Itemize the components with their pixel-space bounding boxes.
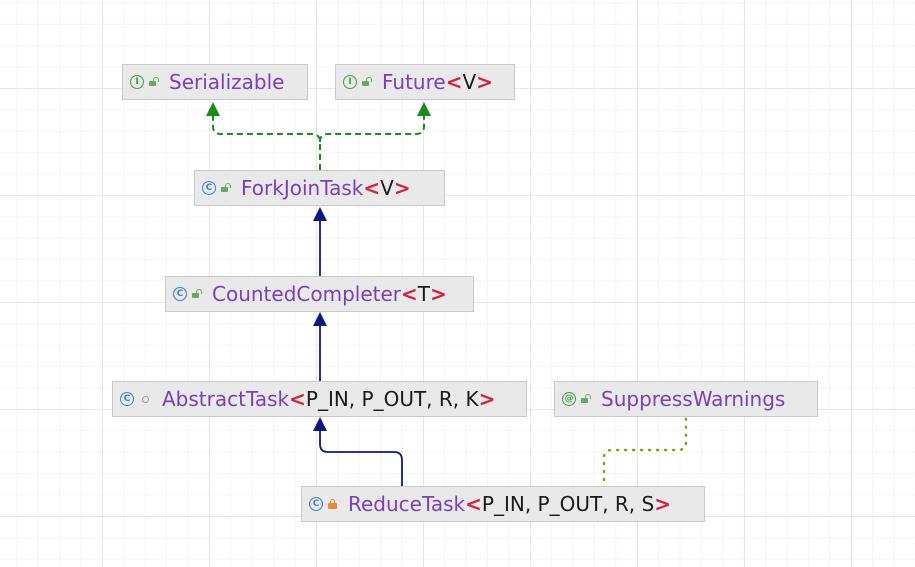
edge-reducetask-suppresswarnings: [602, 416, 688, 482]
class-icon: C: [120, 392, 134, 406]
class-icon: C: [173, 287, 187, 301]
angle-close: >: [654, 492, 671, 516]
node-reducetask[interactable]: C ReduceTask<P_IN, P_OUT, R, S>: [301, 486, 705, 522]
node-name: AbstractTask: [162, 387, 290, 411]
edge-forkjointask-serializable: [212, 113, 321, 170]
type-params: P_IN, P_OUT, R, S: [481, 492, 655, 516]
type-params: V: [380, 176, 394, 200]
node-forkjointask[interactable]: C ForkJoinTask<V>: [194, 170, 445, 206]
angle-close: >: [393, 176, 411, 200]
node-name: ReduceTask: [348, 492, 466, 516]
class-icon: C: [309, 497, 323, 511]
node-countedcompleter[interactable]: C CountedCompleter<T>: [165, 276, 474, 312]
angle-close: >: [430, 282, 447, 306]
public-visibility-icon: [149, 77, 159, 86]
angle-open: <: [289, 387, 306, 411]
interface-icon: I: [130, 75, 144, 89]
edge-forkjointask-future: [319, 113, 425, 143]
package-visibility-icon: [142, 395, 149, 403]
node-name: SuppressWarnings: [601, 387, 786, 411]
arrowhead-forkjointask: [313, 207, 327, 221]
edge-reducetask-abstracttask: [319, 431, 403, 486]
type-params: T: [417, 282, 430, 306]
type-params: V: [462, 70, 477, 94]
arrowhead-countedcompleter: [313, 312, 327, 326]
angle-close: >: [476, 70, 493, 94]
arrowhead-abstracttask: [313, 417, 327, 431]
angle-open: <: [363, 176, 381, 200]
arrowhead-serializable: [206, 102, 220, 116]
node-name: Serializable: [169, 70, 285, 94]
arrowhead-future: [417, 102, 431, 116]
angle-open: <: [401, 282, 418, 306]
node-serializable[interactable]: I Serializable: [122, 64, 308, 100]
node-name: CountedCompleter: [212, 282, 402, 306]
node-abstracttask[interactable]: C AbstractTask<P_IN, P_OUT, R, K>: [112, 381, 527, 417]
class-icon: C: [202, 181, 216, 195]
public-visibility-icon: [362, 77, 372, 86]
angle-open: <: [445, 70, 463, 94]
public-visibility-icon: [581, 394, 591, 403]
node-future[interactable]: I Future<V>: [335, 64, 515, 100]
public-visibility-icon: [192, 289, 202, 298]
node-name: ForkJoinTask: [241, 176, 364, 200]
node-name: Future: [382, 70, 446, 94]
angle-open: <: [465, 492, 482, 516]
interface-icon: I: [343, 75, 357, 89]
type-params: P_IN, P_OUT, R, K: [305, 387, 479, 411]
node-suppresswarnings[interactable]: @ SuppressWarnings: [554, 381, 818, 417]
private-visibility-icon: [328, 498, 337, 509]
angle-close: >: [478, 387, 496, 411]
annotation-icon: @: [562, 392, 576, 406]
public-visibility-icon: [221, 183, 231, 192]
